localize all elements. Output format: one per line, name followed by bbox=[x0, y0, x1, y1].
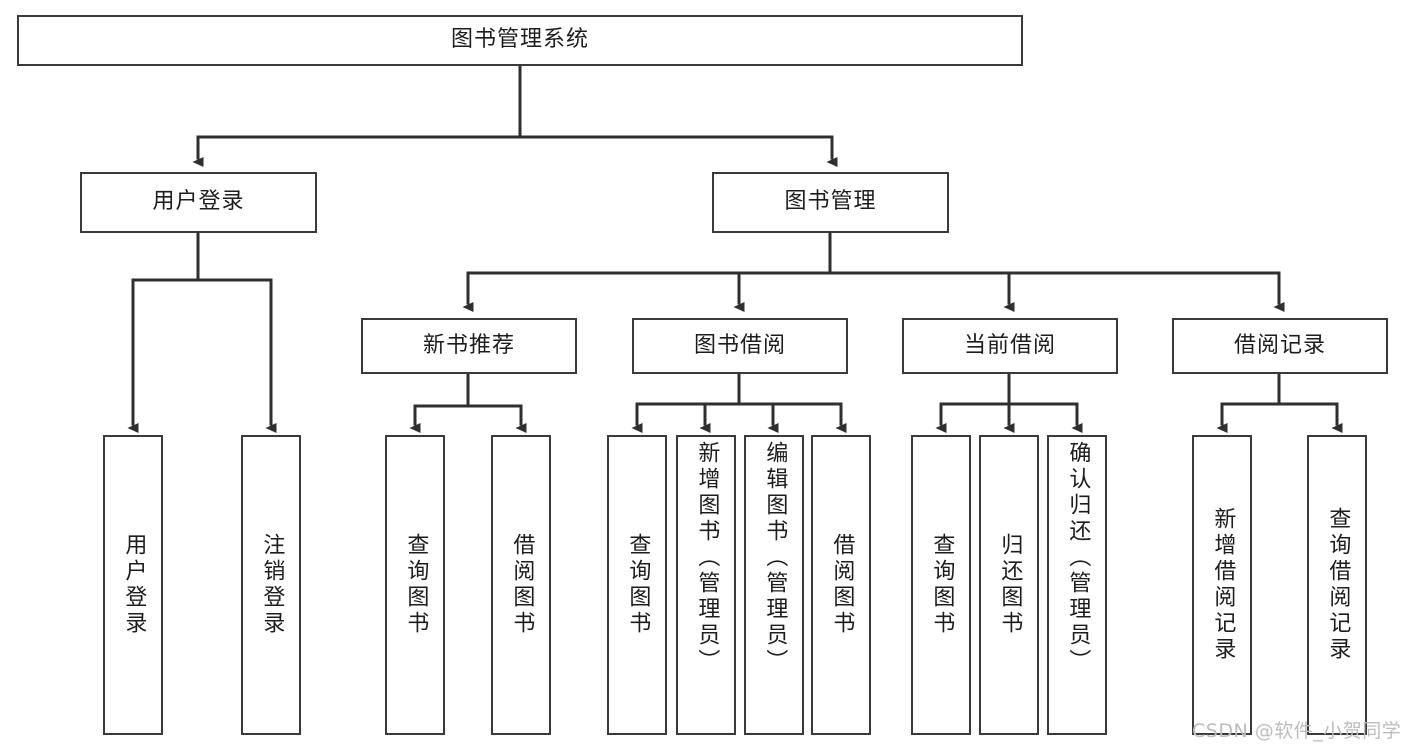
leaf-book-borrow-edit-book-admin[interactable]: 编辑图书（管理员） bbox=[744, 435, 804, 735]
leaf-user-login-logout[interactable]: 注销登录 bbox=[241, 435, 301, 735]
node-label: 查询图书 bbox=[625, 533, 651, 637]
leaf-borrow-record-query-record[interactable]: 查询借阅记录 bbox=[1307, 435, 1367, 735]
leaf-current-borrow-confirm-return-admin[interactable]: 确认归还（管理员） bbox=[1047, 435, 1107, 735]
leaf-new-book-query-book[interactable]: 查询图书 bbox=[385, 435, 445, 735]
node-label: 借阅记录 bbox=[1233, 332, 1326, 358]
node-label: 用户登录 bbox=[121, 533, 147, 637]
node-user-login[interactable]: 用户登录 bbox=[80, 172, 317, 233]
leaf-borrow-record-add-record[interactable]: 新增借阅记录 bbox=[1192, 435, 1252, 735]
leaf-new-book-borrow-book[interactable]: 借阅图书 bbox=[491, 435, 551, 735]
node-new-book-recommend[interactable]: 新书推荐 bbox=[361, 318, 577, 374]
node-label: 借阅图书 bbox=[829, 533, 855, 637]
node-label: 查询图书 bbox=[403, 533, 429, 637]
leaf-user-login-login[interactable]: 用户登录 bbox=[103, 435, 163, 735]
node-label: 新增图书（管理员） bbox=[694, 441, 720, 675]
node-label: 图书管理 bbox=[784, 189, 877, 215]
node-root-book-management-system[interactable]: 图书管理系统 bbox=[17, 15, 1023, 66]
node-label: 当前借阅 bbox=[963, 332, 1056, 358]
leaf-book-borrow-query-book[interactable]: 查询图书 bbox=[607, 435, 667, 735]
node-label: 借阅图书 bbox=[509, 533, 535, 637]
leaf-book-borrow-borrow-book[interactable]: 借阅图书 bbox=[811, 435, 871, 735]
leaf-current-borrow-return-book[interactable]: 归还图书 bbox=[979, 435, 1039, 735]
node-current-borrow[interactable]: 当前借阅 bbox=[902, 318, 1118, 374]
node-label: 新书推荐 bbox=[422, 332, 515, 358]
leaf-current-borrow-query-book[interactable]: 查询图书 bbox=[911, 435, 971, 735]
node-label: 图书借阅 bbox=[693, 332, 786, 358]
node-label: 查询图书 bbox=[929, 533, 955, 637]
node-label: 编辑图书（管理员） bbox=[762, 441, 788, 675]
node-label: 注销登录 bbox=[259, 533, 285, 637]
watermark-text: CSDN @软件_小贺同学 bbox=[1192, 720, 1402, 742]
node-label: 用户登录 bbox=[152, 189, 245, 215]
node-label: 新增借阅记录 bbox=[1210, 507, 1236, 663]
leaf-book-borrow-add-book-admin[interactable]: 新增图书（管理员） bbox=[676, 435, 736, 735]
node-borrow-record[interactable]: 借阅记录 bbox=[1172, 318, 1388, 374]
node-book-management[interactable]: 图书管理 bbox=[712, 172, 949, 233]
node-label: 查询借阅记录 bbox=[1325, 507, 1351, 663]
node-label: 图书管理系统 bbox=[450, 27, 589, 53]
node-label: 确认归还（管理员） bbox=[1065, 441, 1091, 675]
node-label: 归还图书 bbox=[997, 533, 1023, 637]
csdn-watermark: CSDN @软件_小贺同学 bbox=[1192, 716, 1401, 743]
node-book-borrow[interactable]: 图书借阅 bbox=[632, 318, 848, 374]
